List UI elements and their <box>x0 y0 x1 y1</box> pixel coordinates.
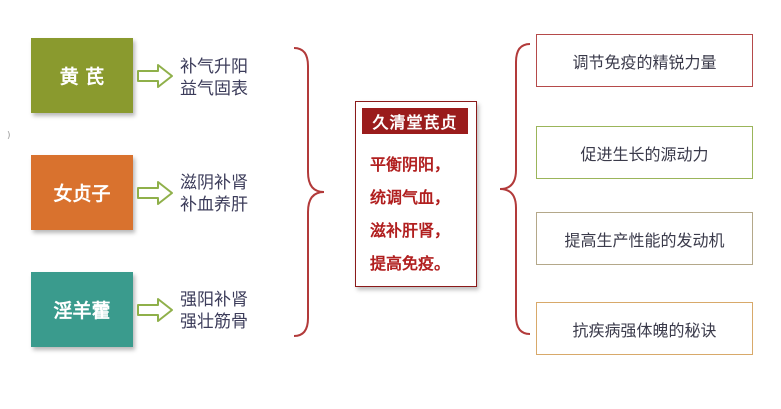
claim-line: 滋补肝肾， <box>370 221 451 240</box>
herb-box-nvzhenzi: 女贞子 <box>31 155 133 230</box>
benefit-box-immunity: 调节免疫的精锐力量 <box>536 34 753 87</box>
right-brace <box>499 43 531 335</box>
arrow-right-icon <box>137 298 173 322</box>
left-brace <box>293 47 325 337</box>
benefit-text: 调节免疫的精锐力量 <box>572 52 717 72</box>
effect-text: 益气固表 <box>180 79 248 99</box>
herb-name-yinyanghuo: 淫羊藿 <box>53 300 111 322</box>
effects-huangqi: 补气升阳 益气固表 <box>180 56 280 100</box>
arrow-right-icon <box>137 181 173 205</box>
herb-box-yinyanghuo: 淫羊藿 <box>31 272 133 347</box>
effect-text: 补血养肝 <box>180 195 248 215</box>
brand-logo: 久清堂芪贞 <box>362 108 468 134</box>
effects-yinyanghuo: 强阳补肾 强壮筋骨 <box>180 289 280 333</box>
benefit-text: 提高生产性能的发动机 <box>564 230 725 250</box>
product-claims: 平衡阴阳， 统调气血， 滋补肝肾， 提高免疫。 <box>370 148 474 280</box>
herb-name-nvzhenzi: 女贞子 <box>53 183 111 205</box>
center-product-box: 久清堂芪贞 平衡阴阳， 统调气血， 滋补肝肾， 提高免疫。 <box>355 101 477 287</box>
effect-text: 强壮筋骨 <box>180 312 248 332</box>
benefit-text: 抗疾病强体魄的秘诀 <box>572 320 717 340</box>
benefit-text: 促进生长的源动力 <box>580 144 709 164</box>
effects-nvzhenzi: 滋阴补肾 补血养肝 <box>180 172 280 216</box>
herb-box-huangqi: 黄 芪 <box>31 38 133 113</box>
claim-line: 提高免疫。 <box>370 254 451 273</box>
effect-text: 滋阴补肾 <box>180 173 248 193</box>
effect-text: 补气升阳 <box>180 57 248 77</box>
effect-text: 强阳补肾 <box>180 290 248 310</box>
arrow-right-icon <box>137 64 173 88</box>
benefit-box-performance: 提高生产性能的发动机 <box>536 212 753 265</box>
herb-name-huangqi: 黄 芪 <box>59 66 105 88</box>
stray-mark: ) <box>7 131 11 141</box>
claim-line: 统调气血， <box>370 188 451 207</box>
benefit-box-disease-resistance: 抗疾病强体魄的秘诀 <box>536 302 753 355</box>
benefit-box-growth: 促进生长的源动力 <box>536 126 753 179</box>
claim-line: 平衡阴阳， <box>370 155 451 174</box>
